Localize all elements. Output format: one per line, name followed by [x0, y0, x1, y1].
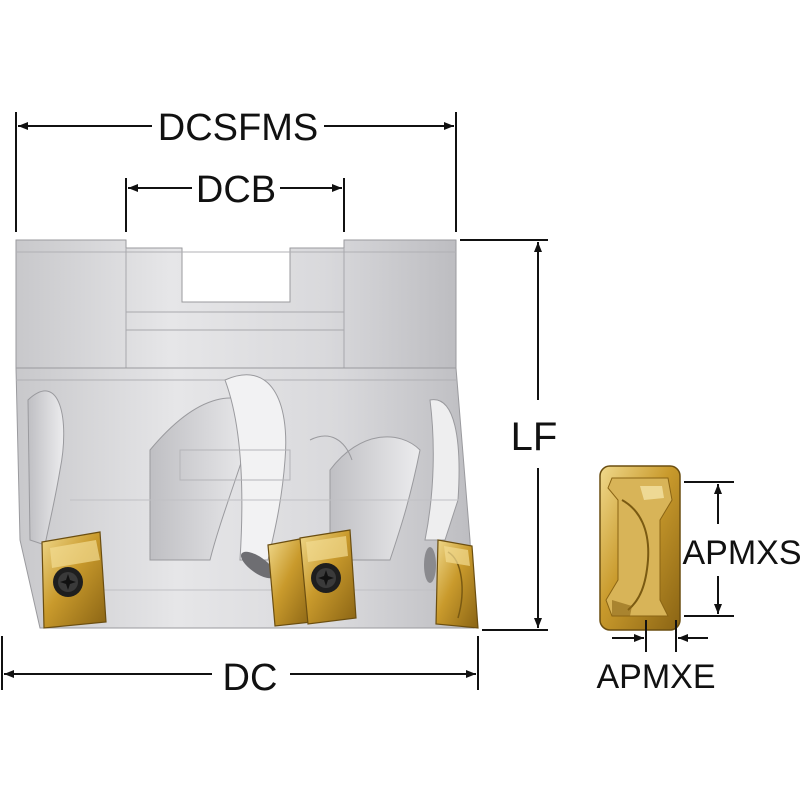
apmxe-label: APMXE: [596, 658, 715, 696]
dc-label: DC: [223, 657, 278, 699]
flute-center: [224, 374, 287, 561]
apmxs-label: APMXS: [682, 534, 800, 572]
dcb-label: DCB: [196, 169, 276, 211]
screw-icon: [311, 563, 341, 593]
insert-left: [41, 531, 107, 629]
flute-left: [27, 390, 65, 546]
dimension-lines: [1, 112, 734, 690]
cutter-body: [15, 239, 475, 629]
dimension-labels: DCSFMS DCB LF DC APMXS APMXE: [158, 107, 800, 699]
lf-label: LF: [511, 415, 558, 459]
flute-right: [424, 399, 460, 541]
insert-center: [267, 529, 357, 627]
screw-icon: [53, 567, 83, 597]
cutter-upper-section: [15, 239, 457, 369]
insert-detail: [599, 465, 681, 631]
flute-center-right: [329, 436, 421, 561]
dcsfms-label: DCSFMS: [158, 107, 318, 149]
insert-right: [435, 539, 479, 629]
